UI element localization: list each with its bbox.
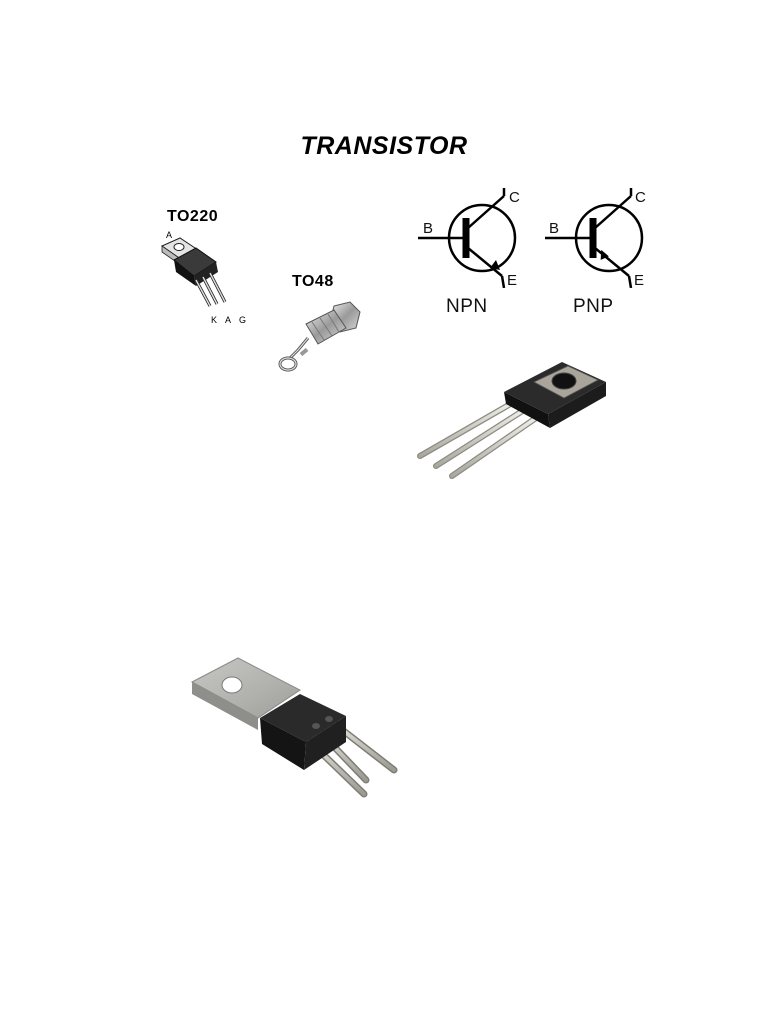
pnp-symbol-icon — [545, 188, 644, 288]
npn-name-label: NPN — [446, 296, 488, 317]
to220-label: TO220 — [167, 208, 219, 225]
to48-stud-package-icon — [278, 301, 361, 372]
to220-pin-labels: K A G — [211, 315, 250, 325]
npn-emitter-label: E — [507, 272, 518, 289]
pnp-name-label: PNP — [573, 296, 614, 317]
page-title: TRANSISTOR — [300, 132, 468, 160]
to220-transistor-photo — [190, 657, 398, 798]
npn-symbol-icon — [418, 188, 517, 288]
to48-label: TO48 — [292, 273, 334, 290]
npn-collector-label: C — [509, 189, 520, 206]
pnp-collector-label: C — [635, 189, 646, 206]
to220-package-icon — [160, 237, 227, 307]
pnp-base-label: B — [549, 220, 560, 237]
to126-transistor-photo — [417, 362, 606, 479]
pnp-emitter-label: E — [634, 272, 645, 289]
npn-base-label: B — [423, 220, 434, 237]
to220-pin-a-label: A — [166, 230, 173, 240]
